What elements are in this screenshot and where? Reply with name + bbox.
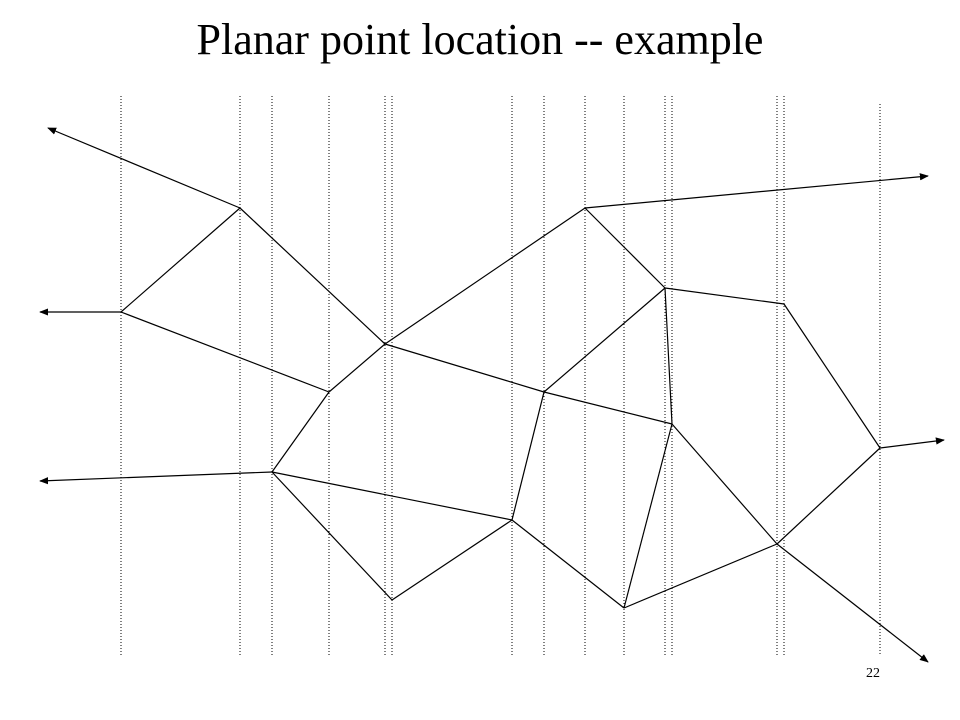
edge xyxy=(511,391,545,521)
edge xyxy=(584,207,666,289)
edge xyxy=(271,471,513,521)
subdivision-edges xyxy=(120,207,881,609)
edge xyxy=(271,391,330,473)
edge xyxy=(664,287,785,305)
unbounded-rays xyxy=(39,127,945,663)
edge xyxy=(623,543,778,609)
ray-arrow xyxy=(39,471,273,485)
edge xyxy=(776,447,881,545)
edge xyxy=(239,207,386,345)
slab-lines xyxy=(120,96,881,656)
ray-arrow xyxy=(47,127,241,209)
edge xyxy=(391,519,513,601)
edge xyxy=(671,423,778,545)
edge xyxy=(328,343,386,393)
edge xyxy=(271,471,393,601)
edge xyxy=(623,423,673,609)
edge xyxy=(384,343,545,393)
edge xyxy=(543,287,666,393)
edge xyxy=(511,519,625,609)
edge xyxy=(120,207,241,313)
page-number: 22 xyxy=(866,666,880,681)
edge xyxy=(384,207,586,345)
edge xyxy=(120,311,330,393)
ray-arrow xyxy=(879,437,945,449)
edge xyxy=(783,303,881,449)
edge xyxy=(543,391,673,425)
ray-arrow xyxy=(584,173,929,209)
edge xyxy=(664,287,673,425)
slide-title: Planar point location -- example xyxy=(196,15,764,64)
ray-arrow xyxy=(776,543,929,663)
